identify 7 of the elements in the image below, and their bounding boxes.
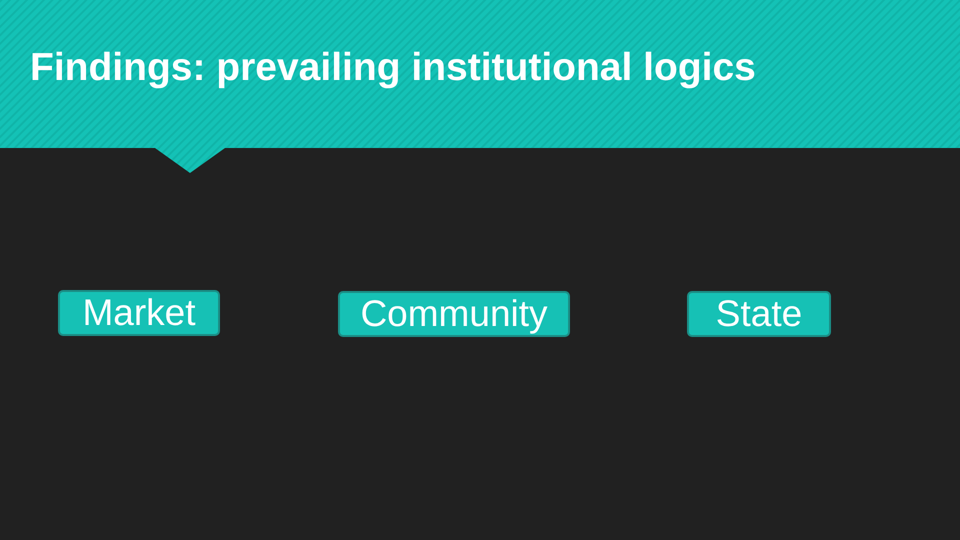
logic-box — [338, 291, 570, 337]
box-label: Community — [360, 294, 548, 334]
box-label: State — [716, 294, 802, 334]
logic-box — [58, 290, 220, 336]
slide-title: Findings: prevailing institutional logics — [30, 46, 756, 90]
logic-box — [687, 291, 831, 337]
box-label: Market — [82, 293, 196, 333]
